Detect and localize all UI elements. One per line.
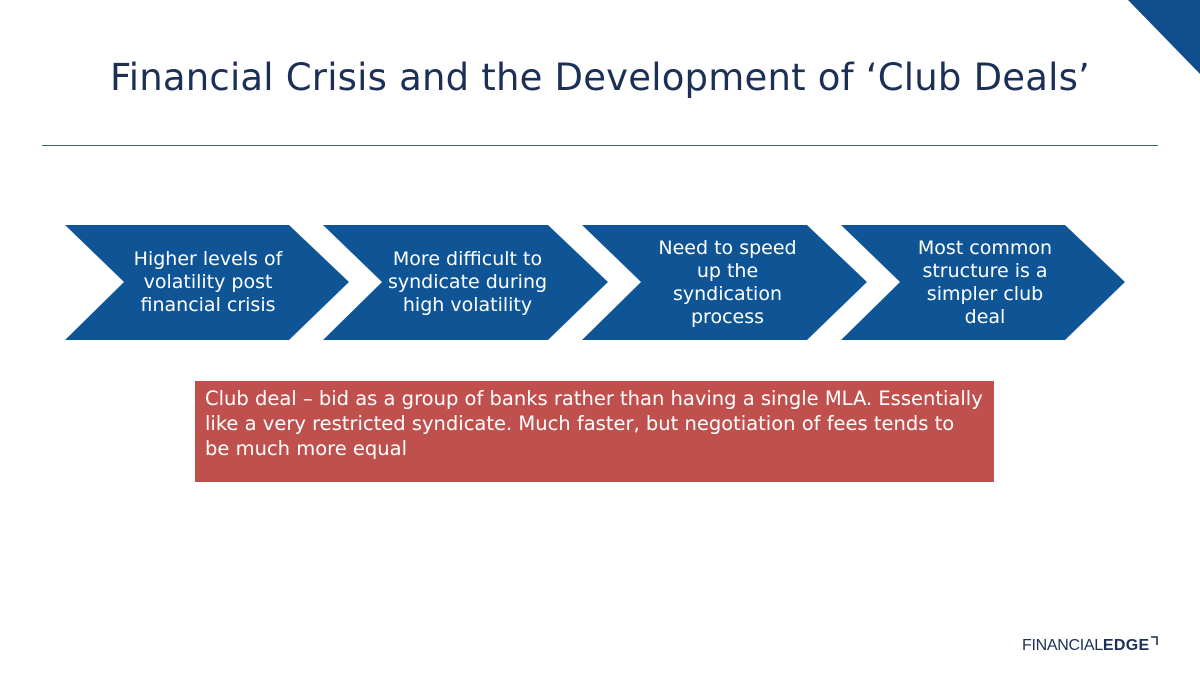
title-divider bbox=[42, 145, 1158, 146]
process-step-4-text: Most common structure is a simpler club … bbox=[917, 236, 1053, 328]
process-step-2-shape bbox=[323, 225, 608, 340]
process-step-3-text: Need to speed up the syndication process bbox=[658, 236, 797, 328]
logo-text-financial: FINANCIAL bbox=[1022, 637, 1103, 654]
corner-accent-shape bbox=[1128, 0, 1200, 74]
logo-bracket-icon bbox=[1151, 636, 1159, 645]
process-step-3-shape bbox=[582, 225, 867, 340]
slide-title: Financial Crisis and the Development of … bbox=[109, 56, 1091, 99]
process-step-4-shape bbox=[841, 225, 1125, 340]
club-deal-note: Club deal – bid as a group of banks rath… bbox=[195, 381, 994, 482]
corner-accent bbox=[1128, 0, 1200, 74]
financial-edge-logo: FINANCIAL EDGE bbox=[1022, 636, 1159, 658]
process-step-1-text: Higher levels of volatility post financi… bbox=[133, 248, 283, 316]
process-step-1-label: Higher levels of volatility post financi… bbox=[128, 225, 288, 340]
process-step-2-text: More difficult to syndicate during high … bbox=[387, 248, 548, 316]
process-step-3-label: Need to speed up the syndication process bbox=[650, 225, 805, 340]
process-step-2-label: More difficult to syndicate during high … bbox=[385, 225, 550, 340]
process-step-4-label: Most common structure is a simpler club … bbox=[905, 225, 1065, 340]
process-step-1-shape bbox=[65, 225, 349, 340]
logo-text-edge: EDGE bbox=[1102, 637, 1150, 654]
